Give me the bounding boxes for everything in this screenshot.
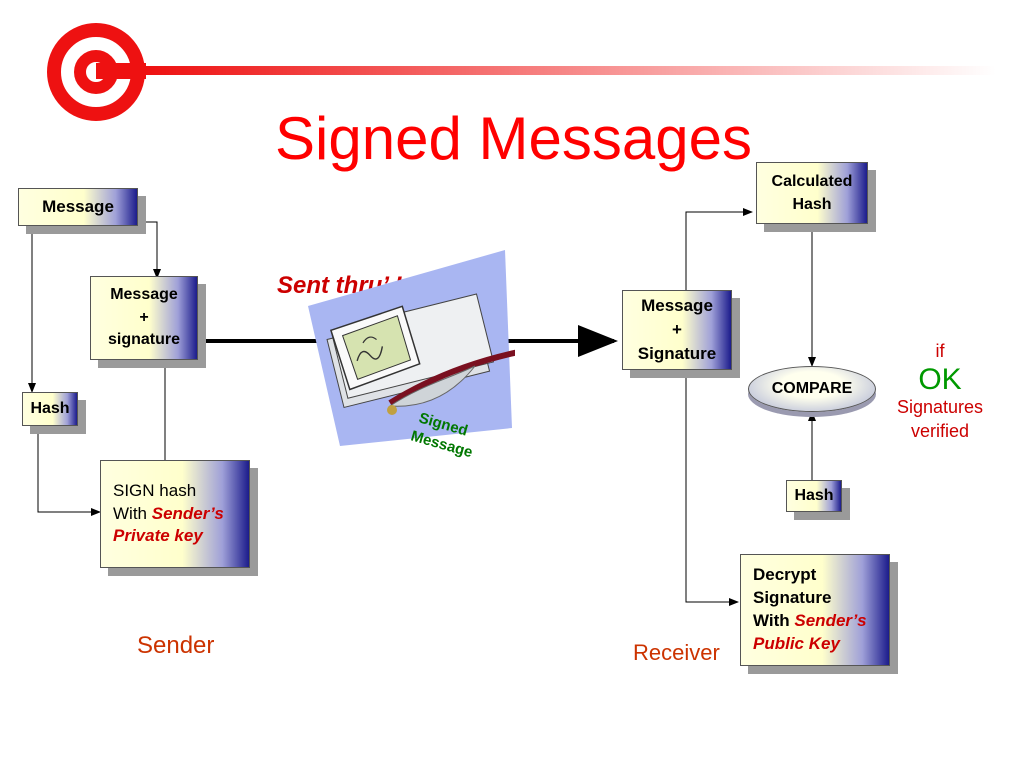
message-box: Message bbox=[18, 188, 138, 226]
calc-hash-line-1: Calculated bbox=[771, 172, 853, 190]
decrypt-key-owner: Sender’s bbox=[794, 611, 867, 630]
decrypt-key-type: Public Key bbox=[753, 633, 840, 653]
logo-icon bbox=[47, 23, 996, 121]
result-line-2: verified bbox=[910, 420, 970, 441]
rcv-msg-sig-line-1: Message bbox=[641, 296, 713, 316]
rcv-msg-sig-line-2: + bbox=[672, 320, 682, 340]
compare-label: COMPARE bbox=[771, 380, 853, 397]
msg-sig-line-1: Message bbox=[110, 286, 178, 304]
sender-hash-box: Hash bbox=[22, 392, 78, 426]
sign-key-type: Private key bbox=[113, 526, 203, 546]
sign-hash-line: SIGN hash bbox=[113, 480, 197, 500]
sign-hash-box: SIGN hash With Sender’s Private key bbox=[100, 460, 250, 568]
slide-title: Signed Messages bbox=[275, 105, 752, 172]
rcv-msg-sig-line-3: Signature bbox=[637, 343, 717, 363]
sender-hash-label: Hash bbox=[30, 400, 70, 418]
decrypt-line-1: Decrypt bbox=[753, 565, 817, 585]
msg-sig-line-3: signature bbox=[107, 331, 180, 349]
received-message-signature-box: Message + Signature bbox=[622, 290, 732, 370]
decrypt-line-2: Signature bbox=[753, 588, 832, 608]
result-if: if bbox=[935, 341, 945, 361]
result-line-1: Signatures bbox=[896, 397, 984, 418]
decrypt-signature-box: Decrypt Signature With Sender’s Public K… bbox=[740, 554, 890, 666]
message-label: Message bbox=[42, 196, 114, 216]
message-signature-box: Message + signature bbox=[90, 276, 198, 360]
calculated-hash-box: Calculated Hash bbox=[756, 162, 868, 224]
signed-message-clipart-icon: Signed Message bbox=[308, 250, 515, 458]
sign-key-owner: Sender’s bbox=[151, 503, 224, 523]
receiver-hash-box: Hash bbox=[786, 480, 842, 512]
msg-sig-line-2: + bbox=[139, 308, 149, 326]
decrypt-with-text: With bbox=[753, 611, 795, 630]
sender-label: Sender bbox=[137, 632, 215, 659]
result-ok: OK bbox=[918, 363, 962, 397]
receiver-label: Receiver bbox=[633, 640, 720, 665]
calc-hash-line-2: Hash bbox=[792, 196, 832, 213]
receiver-hash-label: Hash bbox=[794, 487, 834, 505]
verification-result: if OK Signatures verified bbox=[880, 340, 1000, 443]
compare-ellipse: COMPARE bbox=[748, 366, 876, 412]
sign-with-text: With bbox=[113, 503, 152, 523]
